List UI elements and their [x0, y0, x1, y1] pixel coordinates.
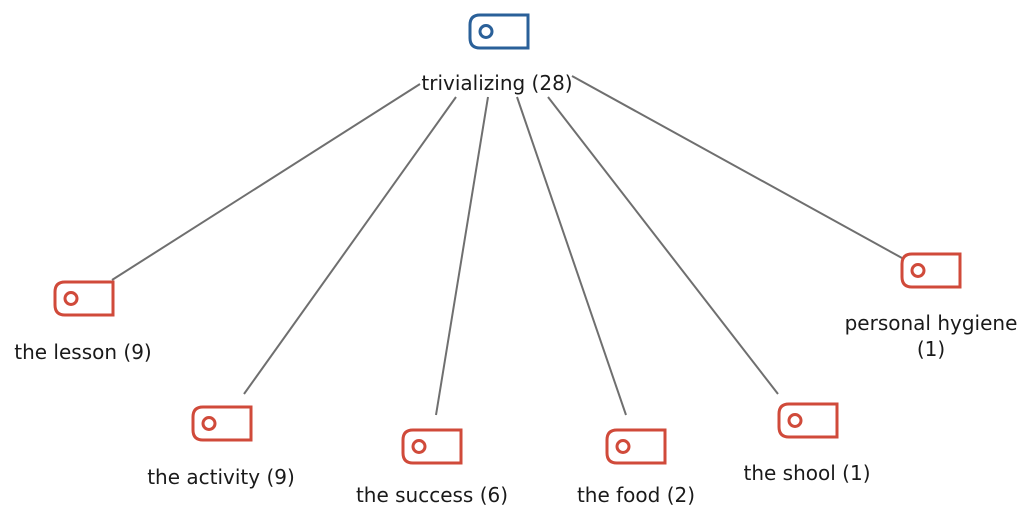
- edge-root-to-lesson: [111, 83, 421, 281]
- child-tag-icon[interactable]: [605, 428, 667, 465]
- child-tag-icon[interactable]: [191, 405, 253, 442]
- child-node-food[interactable]: the food (2): [577, 428, 695, 507]
- child-node-label[interactable]: (1): [917, 337, 945, 361]
- child-node-label[interactable]: the lesson (9): [14, 340, 151, 364]
- child-node-label[interactable]: the food (2): [577, 483, 695, 507]
- child-tag-icon[interactable]: [900, 252, 962, 289]
- child-node-lesson[interactable]: the lesson (9): [14, 280, 152, 364]
- child-node-shool[interactable]: the shool (1): [744, 402, 871, 485]
- edges-layer: [111, 75, 903, 416]
- child-tag-icon[interactable]: [777, 402, 839, 439]
- child-node-label[interactable]: the shool (1): [744, 461, 871, 485]
- root-tag-icon[interactable]: [468, 13, 530, 50]
- child-node-hygiene[interactable]: personal hygiene(1): [845, 252, 1018, 361]
- edge-root-to-hygiene: [571, 75, 903, 259]
- edge-root-to-shool: [547, 96, 779, 395]
- child-tag-icon[interactable]: [53, 280, 115, 317]
- root-node-label[interactable]: trivializing (28): [421, 71, 572, 95]
- nodes-layer: trivializing (28) the lesson (9) the activ…: [14, 13, 1018, 507]
- child-tag-icon[interactable]: [401, 428, 463, 465]
- child-node-activity[interactable]: the activity (9): [147, 405, 295, 489]
- edge-root-to-food: [516, 96, 627, 416]
- edge-root-to-success: [435, 96, 489, 416]
- edge-root-to-activity: [243, 96, 457, 395]
- child-node-label[interactable]: personal hygiene: [845, 311, 1018, 335]
- root-node[interactable]: trivializing (28): [421, 13, 573, 95]
- child-node-label[interactable]: the activity (9): [147, 465, 295, 489]
- child-node-label[interactable]: the success (6): [356, 483, 508, 507]
- child-node-success[interactable]: the success (6): [356, 428, 508, 507]
